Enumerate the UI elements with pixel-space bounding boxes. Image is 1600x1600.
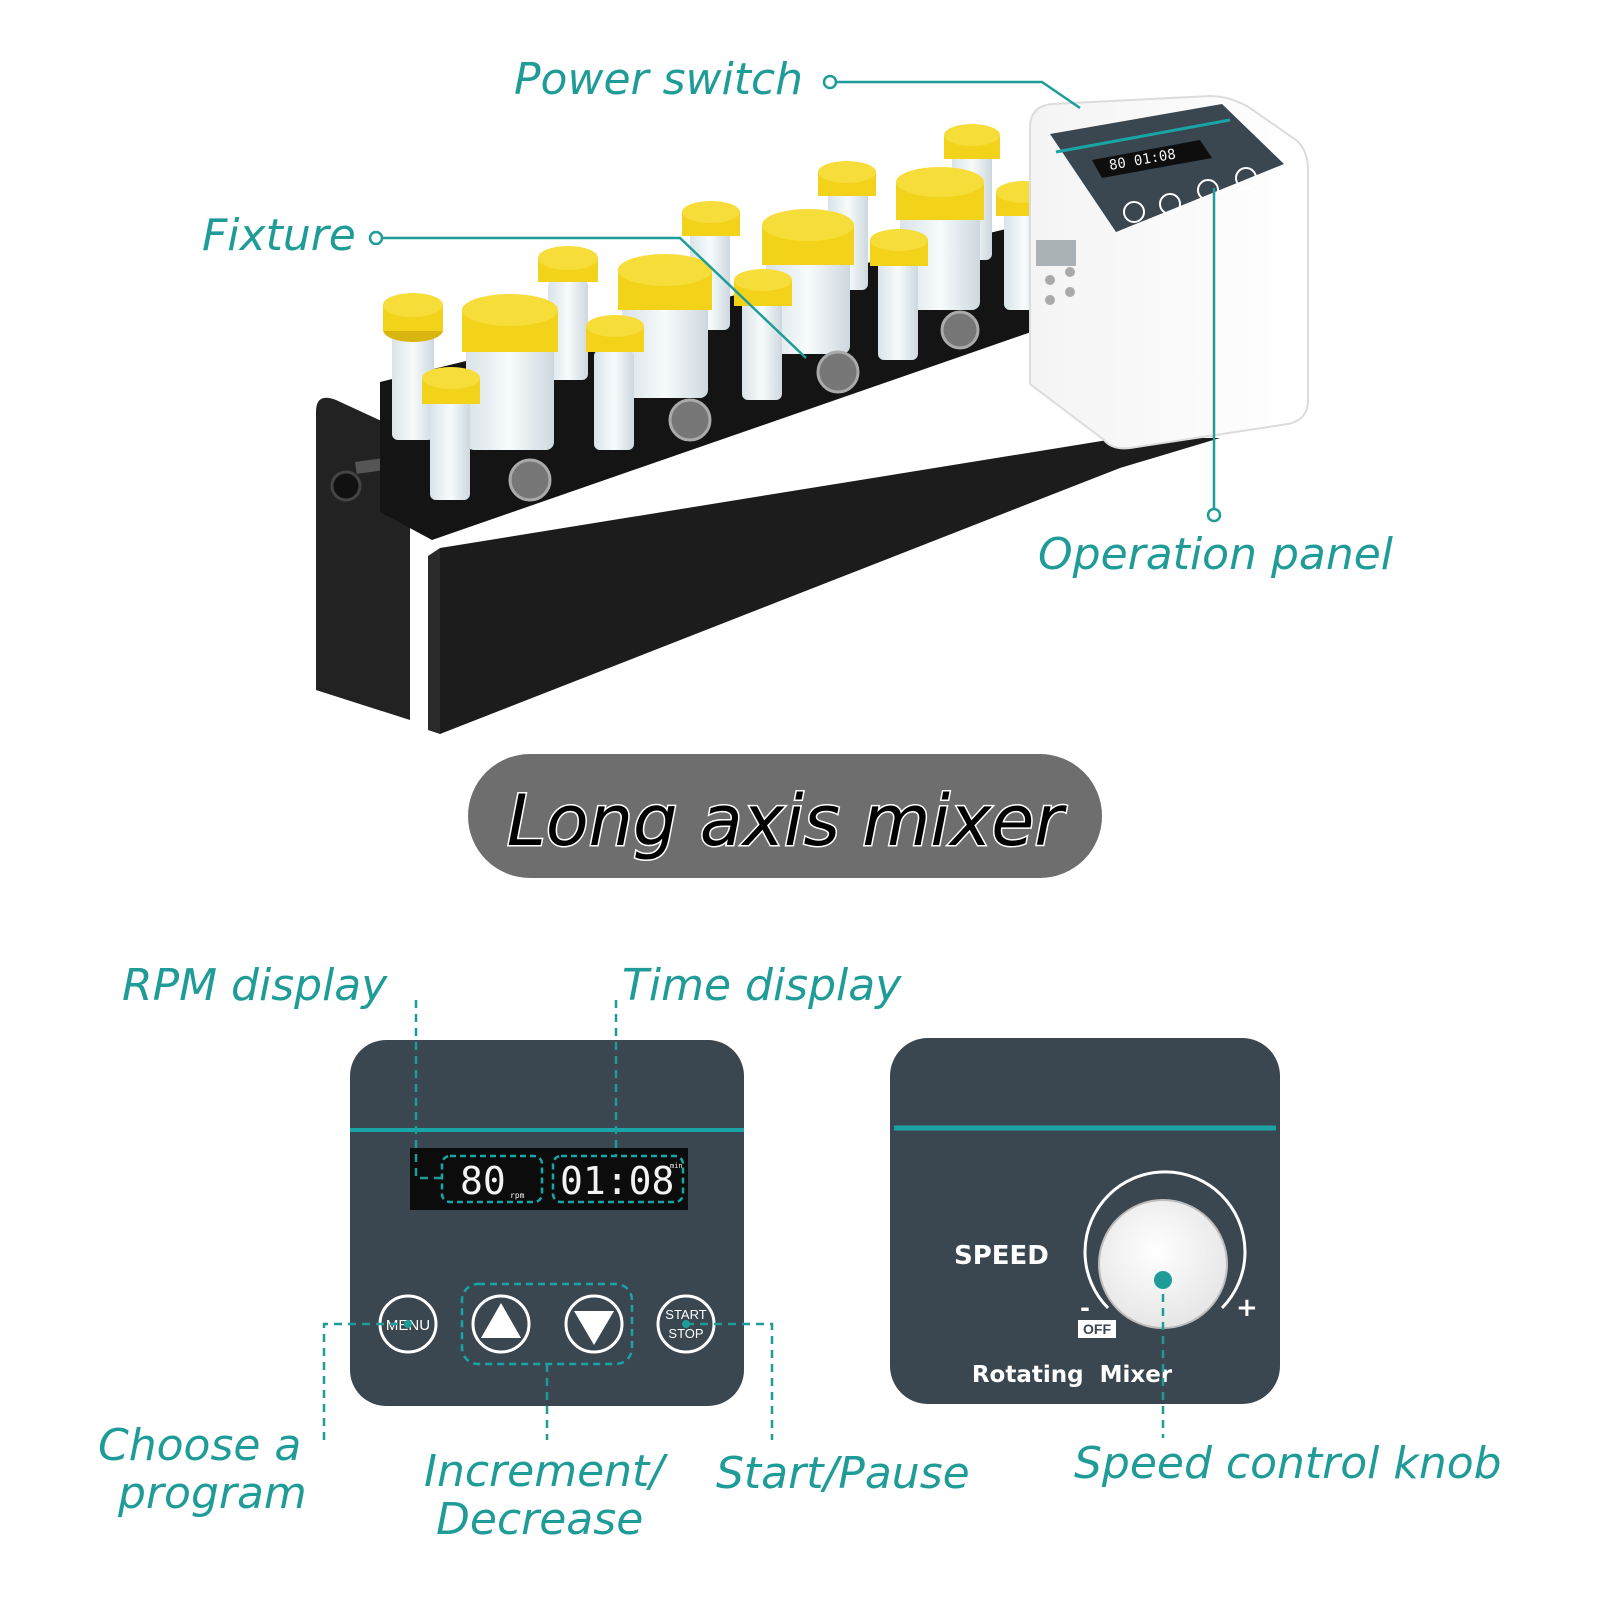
- plus-label: +: [1236, 1293, 1258, 1323]
- large-tube: [462, 294, 558, 450]
- off-label: OFF: [1083, 1321, 1111, 1337]
- label-increment-1: Increment/: [424, 1446, 668, 1497]
- rpm-unit: rpm: [510, 1191, 525, 1200]
- label-start-pause: Start/Pause: [716, 1448, 970, 1499]
- increment-button[interactable]: [471, 1294, 531, 1354]
- label-increment-2: Decrease: [436, 1494, 643, 1545]
- minus-label: -: [1080, 1294, 1090, 1322]
- tube-set: [383, 124, 1052, 502]
- panel-leader-lines: [322, 1000, 774, 1440]
- title-text: Long axis mixer: [507, 780, 1067, 862]
- rotating-mixer-label: Rotating Mixer: [972, 1362, 1173, 1388]
- tube: [538, 246, 598, 380]
- mixer-device: 80 01:08: [316, 74, 1309, 734]
- label-speed-knob: Speed control knob: [1074, 1438, 1502, 1489]
- tube: [586, 315, 644, 450]
- tube: [870, 229, 928, 360]
- up-arrow-icon: [481, 1303, 521, 1338]
- start-label: START: [665, 1307, 706, 1322]
- time-unit: min: [670, 1162, 683, 1170]
- tube: [383, 293, 443, 440]
- label-fixture: Fixture: [202, 210, 356, 261]
- label-operation-panel: Operation panel: [1038, 529, 1394, 580]
- start-stop-button[interactable]: START STOP: [656, 1294, 716, 1354]
- label-power-switch: Power switch: [514, 54, 803, 105]
- label-time-display: Time display: [622, 960, 902, 1011]
- rpm-readout: 80: [460, 1159, 506, 1203]
- label-choose-program-1: Choose a: [98, 1420, 301, 1471]
- large-tube: [618, 254, 712, 398]
- tube: [422, 367, 480, 500]
- stop-label: STOP: [668, 1326, 703, 1341]
- large-tube: [896, 167, 984, 310]
- label-rpm-display: RPM display: [122, 960, 388, 1011]
- title-pill: [468, 754, 1102, 878]
- digital-control-panel: 80 rpm 01:08 min MENU START STOP: [322, 1000, 774, 1440]
- down-arrow-icon: [574, 1311, 614, 1345]
- motor-housing: 80 01:08: [1029, 94, 1309, 450]
- base-plate: [440, 438, 1220, 734]
- label-choose-program-2: program: [117, 1468, 307, 1519]
- large-tube: [762, 209, 854, 354]
- time-readout: 01:08: [560, 1159, 674, 1203]
- decrement-button[interactable]: [564, 1294, 624, 1354]
- top-control-panel: [1050, 104, 1284, 232]
- analog-control-panel: SPEED - + OFF Rotating Mixer: [890, 1038, 1280, 1438]
- lcd-display: [410, 1148, 688, 1210]
- speed-label: SPEED: [954, 1241, 1049, 1271]
- leader-lines: [368, 74, 1222, 523]
